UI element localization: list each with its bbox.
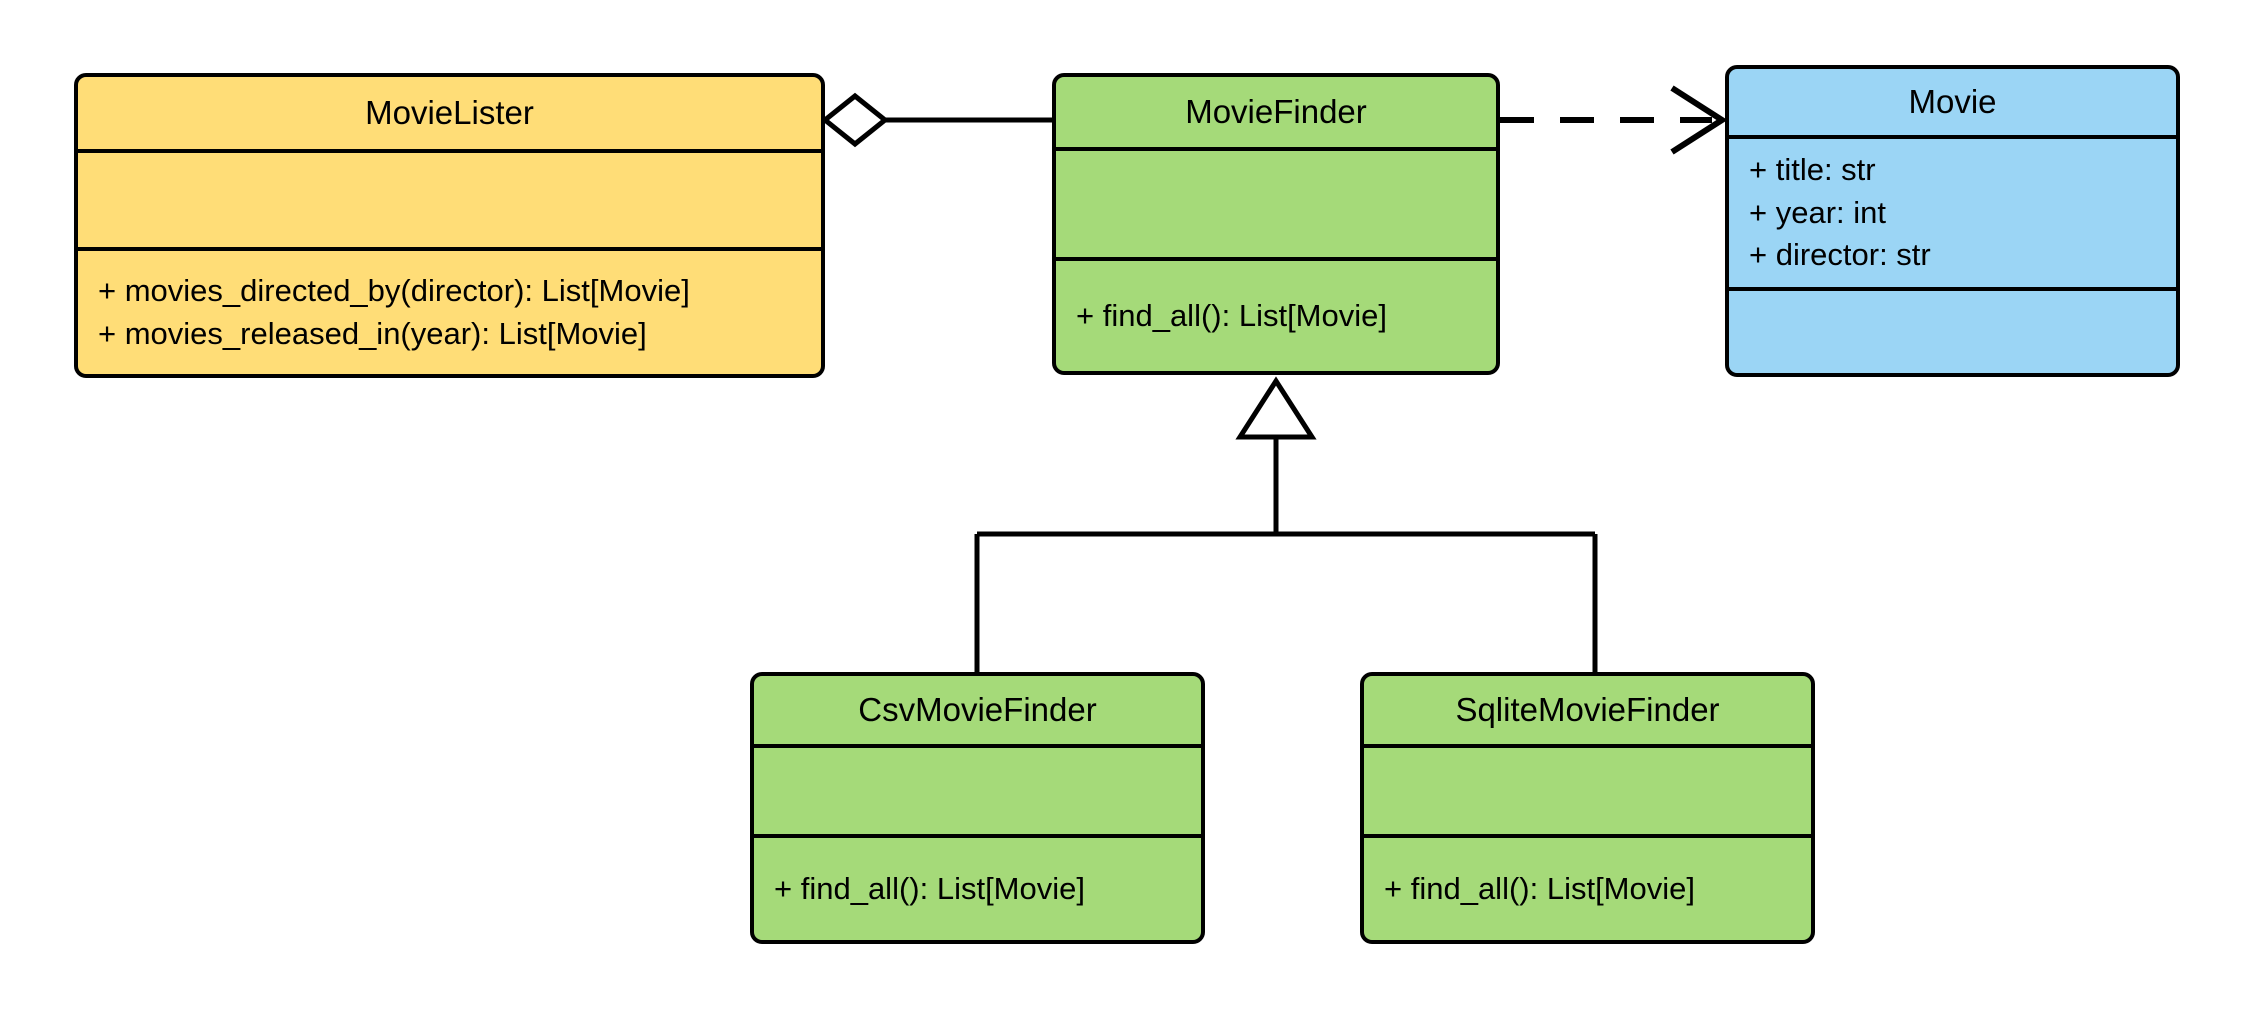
method-item: + find_all(): List[Movie] xyxy=(1384,870,1695,906)
attributes-compartment xyxy=(754,744,1201,834)
class-name-compartment: MovieFinder xyxy=(1056,77,1496,147)
attributes-compartment xyxy=(1056,147,1496,257)
class-name-label: Movie xyxy=(1908,83,1997,121)
class-box-movie-finder[interactable]: MovieFinder + find_all(): List[Movie] xyxy=(1052,73,1500,375)
class-name-label: MovieFinder xyxy=(1185,93,1367,131)
class-name-compartment: MovieLister xyxy=(78,77,821,149)
class-box-csv-movie-finder[interactable]: CsvMovieFinder + find_all(): List[Movie] xyxy=(750,672,1205,944)
class-name-label: SqliteMovieFinder xyxy=(1455,691,1720,729)
attributes-compartment xyxy=(78,149,821,247)
class-name-compartment: CsvMovieFinder xyxy=(754,676,1201,744)
method-item: + movies_released_in(year): List[Movie] xyxy=(98,315,647,351)
attribute-item: + year: int xyxy=(1749,194,1886,230)
open-diamond-marker xyxy=(820,92,890,148)
methods-compartment: + find_all(): List[Movie] xyxy=(1056,257,1496,371)
method-item: + movies_directed_by(director): List[Mov… xyxy=(98,272,690,308)
attributes-compartment xyxy=(1364,744,1811,834)
edge-generalization-subclasses-finder xyxy=(974,376,1598,672)
attributes-compartment: + title: str + year: int + director: str xyxy=(1729,135,2176,287)
open-arrow-marker xyxy=(1670,85,1728,155)
method-item: + find_all(): List[Movie] xyxy=(774,870,1085,906)
class-name-label: CsvMovieFinder xyxy=(858,691,1097,729)
class-box-sqlite-movie-finder[interactable]: SqliteMovieFinder + find_all(): List[Mov… xyxy=(1360,672,1815,944)
class-name-compartment: Movie xyxy=(1729,69,2176,135)
method-item: + find_all(): List[Movie] xyxy=(1076,297,1387,333)
class-name-compartment: SqliteMovieFinder xyxy=(1364,676,1811,744)
methods-compartment: + find_all(): List[Movie] xyxy=(1364,834,1811,940)
edge-dependency-finder-movie xyxy=(1500,85,1728,155)
methods-compartment: + movies_directed_by(director): List[Mov… xyxy=(78,247,821,374)
class-box-movie[interactable]: Movie + title: str + year: int + directo… xyxy=(1725,65,2180,377)
edge-aggregation-lister-finder xyxy=(820,92,1052,148)
methods-compartment xyxy=(1729,287,2176,373)
class-box-movie-lister[interactable]: MovieLister + movies_directed_by(directo… xyxy=(74,73,825,378)
attribute-item: + director: str xyxy=(1749,237,1931,273)
class-name-label: MovieLister xyxy=(365,94,534,132)
attribute-item: + title: str xyxy=(1749,151,1876,187)
hollow-triangle-marker xyxy=(1235,376,1317,440)
methods-compartment: + find_all(): List[Movie] xyxy=(754,834,1201,940)
